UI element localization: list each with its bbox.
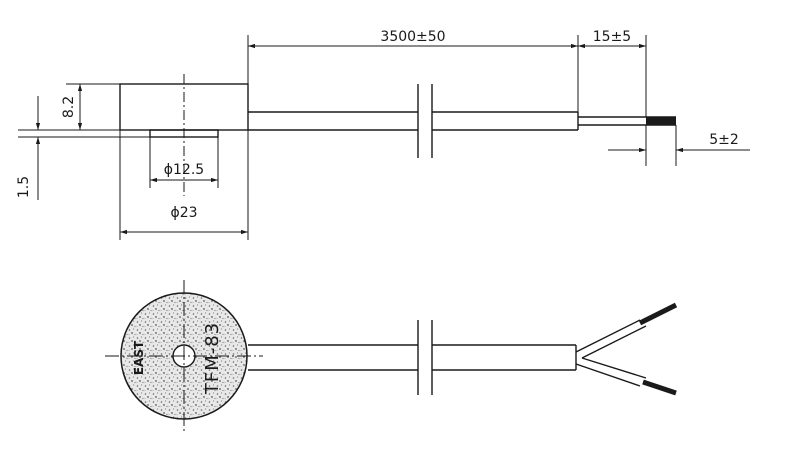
side-view: 3500±50 15±5 5±2 8.2 1.5: [16, 29, 750, 240]
height-label: 8.2: [61, 96, 77, 118]
outer-diameter-label: ϕ23: [170, 205, 197, 221]
strip-length-label: 15±5: [593, 29, 631, 45]
cable-length-label: 3500±50: [380, 29, 445, 45]
dim-base-thickness: 1.5: [16, 96, 41, 200]
dim-tip-length: 5±2: [608, 125, 750, 166]
wire-upper: [575, 302, 678, 359]
dim-inner-diameter: ϕ12.5: [149, 137, 219, 188]
tip-length-label: 5±2: [709, 132, 739, 148]
dim-cable-length: 3500±50: [247, 29, 579, 112]
dim-outer-diameter: ϕ23: [119, 130, 249, 240]
dim-strip-length: 15±5: [578, 29, 647, 117]
top-view: EAST TFM-83: [105, 280, 678, 432]
brand-label: EAST: [132, 340, 146, 375]
cable-side: [248, 84, 676, 158]
dim-height: 8.2: [61, 83, 120, 130]
inner-diameter-label: ϕ12.5: [164, 162, 204, 178]
cable-top: [248, 302, 678, 396]
wire-lower: [575, 357, 677, 396]
base-thickness-label: 1.5: [16, 176, 32, 198]
model-label: TFM-83: [202, 322, 223, 395]
